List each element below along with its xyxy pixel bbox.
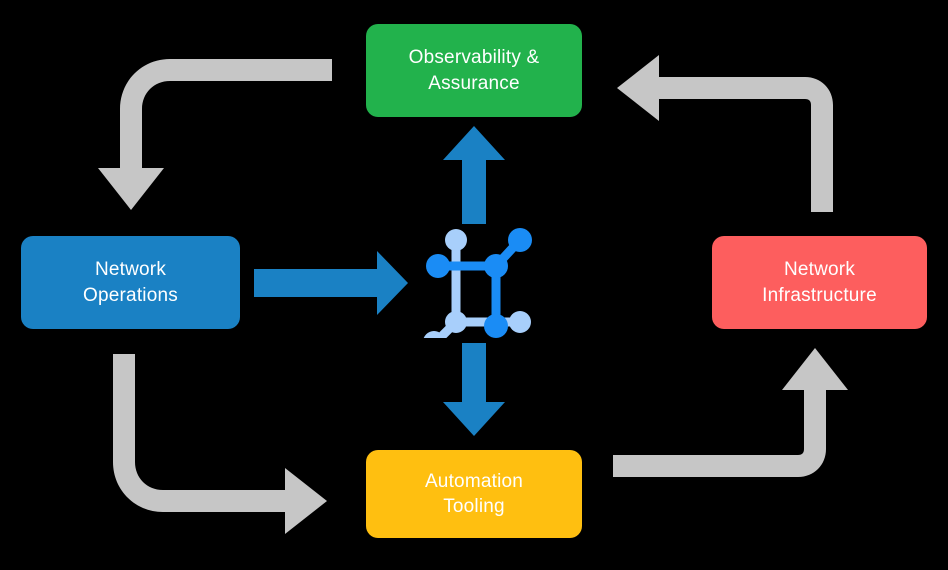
arrow-center-right	[254, 251, 408, 315]
arrow-center-up	[443, 126, 505, 224]
arrow-observability-to-operations	[98, 59, 332, 210]
network-icon-nodes	[423, 228, 532, 338]
arrow-infrastructure-to-observability	[617, 55, 833, 212]
node-automation-tooling[interactable]: Automation Tooling	[366, 450, 582, 538]
node-automation-label: Automation Tooling	[424, 470, 524, 517]
node-observability-label: Observability & Assurance	[408, 47, 540, 94]
network-topology-icon	[423, 228, 532, 338]
node-observability-assurance[interactable]: Observability & Assurance	[366, 24, 582, 117]
node-network-infrastructure[interactable]: Network Infrastructure	[712, 236, 927, 329]
node-operations-label: Network Operations	[83, 259, 178, 306]
node-network-operations[interactable]: Network Operations	[21, 236, 240, 329]
arrow-automation-to-infrastructure	[613, 348, 848, 477]
arrow-operations-to-automation	[113, 354, 327, 534]
arrow-center-down	[443, 343, 505, 436]
node-infrastructure-label: Network Infrastructure	[762, 259, 877, 306]
